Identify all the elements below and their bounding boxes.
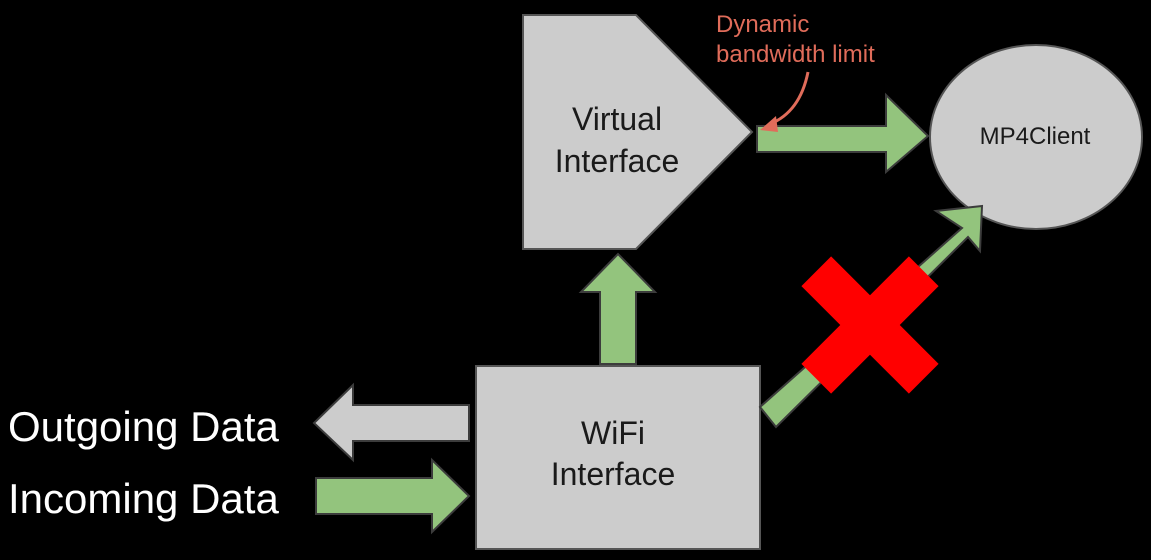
wifi-interface-label-line2: Interface: [551, 456, 676, 492]
virtual-to-client-arrow: [756, 92, 930, 175]
mp4client-label: MP4Client: [980, 123, 1091, 150]
wifi-to-virtual-arrow: [578, 252, 658, 365]
virtual-interface-label-line2: Interface: [555, 143, 680, 179]
bandwidth-limit-annotation: Dynamic bandwidth limit: [716, 11, 875, 132]
virtual-interface-label-line1: Virtual: [572, 101, 662, 137]
annotation-line1: Dynamic: [716, 11, 809, 38]
wifi-interface-node: WiFi Interface: [475, 365, 761, 550]
outgoing-data-arrow: [312, 382, 470, 463]
virtual-interface-node: Virtual Interface: [522, 14, 754, 250]
wifi-interface-label-line1: WiFi: [581, 415, 645, 451]
blocked-x-icon: [801, 256, 939, 394]
virtual-interface-shape: [522, 14, 754, 250]
incoming-data-arrow: [315, 457, 471, 535]
incoming-data-label: Incoming Data: [8, 475, 279, 522]
mp4client-shape: [929, 44, 1143, 230]
blocked-x-bar-2: [801, 256, 939, 394]
annotation-pointer-curve: [769, 71, 810, 126]
outgoing-data-label: Outgoing Data: [8, 403, 279, 450]
wifi-interface-shape: [475, 365, 761, 550]
mp4client-node: MP4Client: [929, 44, 1143, 230]
annotation-pointer-arrowhead: [760, 116, 778, 132]
annotation-line2: bandwidth limit: [716, 41, 875, 68]
